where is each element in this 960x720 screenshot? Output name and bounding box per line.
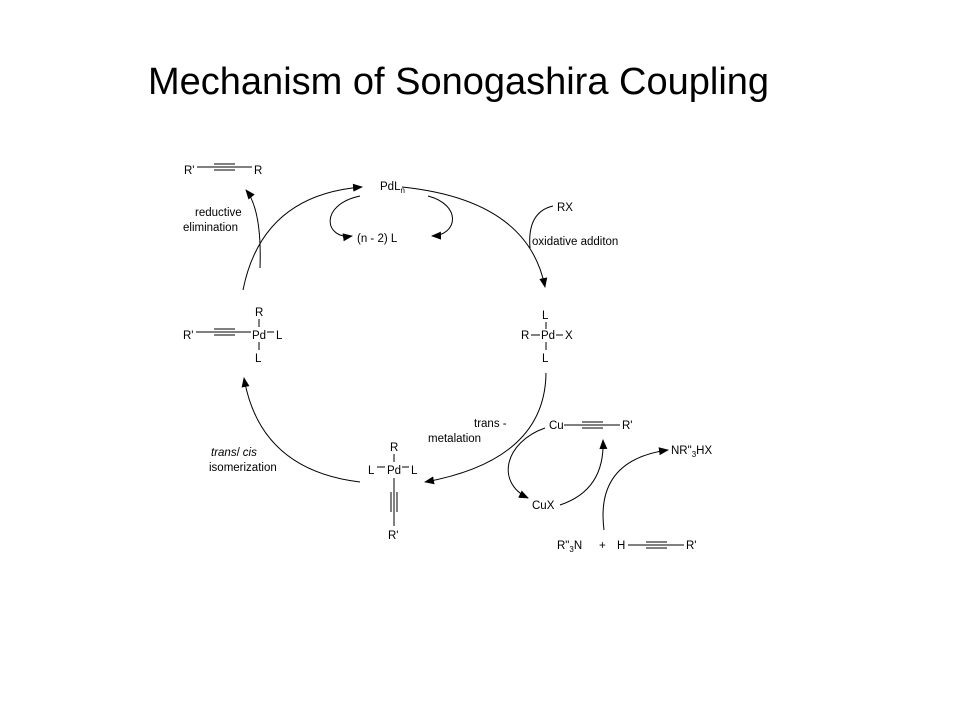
isomerization-label: isomerization — [209, 462, 277, 474]
terminal-alkyne-triple-bond — [628, 541, 684, 549]
ligand-loss-arrow-right — [427, 195, 453, 240]
oa-ligand-top: L — [542, 310, 549, 322]
oa-x: X — [565, 330, 573, 342]
oa-pd: Pd — [541, 330, 555, 342]
plus-sign: + — [599, 540, 606, 552]
tm-r: R — [390, 442, 398, 454]
re-rprime: R' — [183, 330, 194, 342]
amine-base-label: R"3N — [557, 540, 582, 554]
rx-entry-arrow — [529, 205, 554, 249]
tm-triple-bond — [390, 478, 398, 526]
cux-label: CuX — [532, 500, 555, 512]
ligand-loss-arrow-left — [329, 195, 361, 242]
transmetalation-arrow — [424, 372, 547, 485]
terminal-alkyne-rprime: R' — [686, 540, 697, 552]
ligand-loss-label: (n - 2) L — [357, 233, 398, 245]
rx-label: RX — [557, 202, 573, 214]
tm-rprime: R' — [388, 530, 399, 542]
trans-label: trans - — [474, 418, 507, 430]
oxidative-addition-arrow — [401, 186, 548, 288]
re-ligand-right: L — [276, 330, 283, 342]
product-triple-bond — [197, 163, 252, 171]
tm-pd: Pd — [387, 465, 401, 477]
tm-ligand-right: L — [411, 465, 418, 477]
slide-title: Mechanism of Sonogashira Coupling — [148, 61, 770, 103]
trans-cis-label: trans/cis — [211, 447, 257, 459]
cu-acetylide-cu: Cu — [549, 420, 564, 432]
oxidative-addition-label: oxidative additon — [532, 236, 618, 248]
cu-acetylide-rprime: R' — [622, 420, 633, 432]
elimination-label: elimination — [183, 222, 238, 234]
oa-r: R — [521, 330, 529, 342]
re-ligand-bottom: L — [255, 353, 262, 365]
ammonium-salt-label: NR"3HX — [671, 445, 712, 459]
tm-ligand-left: L — [368, 465, 375, 477]
product-r: R — [254, 165, 262, 177]
terminal-alkyne-h: H — [617, 540, 625, 552]
cu-triple-bond — [564, 421, 620, 429]
cycle-to-pd0-arrow — [242, 183, 363, 291]
re-r: R — [255, 307, 263, 319]
re-triple-bond — [196, 328, 251, 336]
re-pd: Pd — [252, 330, 266, 342]
isomerization-arrow — [241, 377, 361, 483]
base-to-ammonium-arrow — [602, 447, 669, 531]
cu-to-cux-arrow — [507, 427, 546, 499]
oa-ligand-bottom: L — [542, 353, 549, 365]
metalation-label: metalation — [428, 433, 481, 445]
pd0-label: PdLn — [380, 181, 405, 195]
product-release-arrow — [245, 189, 261, 269]
cux-to-cu-arrow — [559, 439, 608, 506]
reductive-label: reductive — [195, 207, 242, 219]
product-rprime: R' — [184, 165, 195, 177]
